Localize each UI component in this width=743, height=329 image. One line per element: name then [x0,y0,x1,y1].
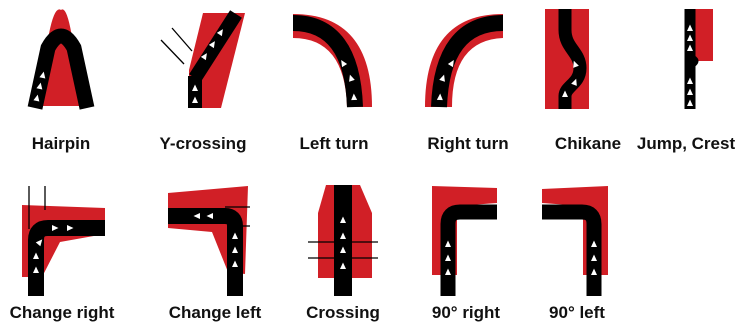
right-turn-icon [425,14,504,108]
jump-crest-label: Jump, Crest [637,134,736,153]
change-right-label: Change right [10,303,115,322]
left-turn-icon [292,14,372,108]
change-left-icon [168,186,250,296]
change-left-label: Change left [169,303,262,322]
chikane-icon [545,9,589,109]
y-crossing-icon [160,10,245,108]
hairpin-label: Hairpin [32,134,91,153]
crossing-icon [308,185,378,296]
ninety-left-icon [542,186,608,296]
y-crossing-label: Y-crossing [160,134,247,153]
hairpin-icon [27,9,95,110]
right-turn-label: Right turn [427,134,508,153]
ninety-right-icon [432,186,497,296]
ninety-right-label: 90° right [432,303,501,322]
jump-crest-icon [684,9,713,109]
chikane-label: Chikane [555,134,621,153]
ninety-left-label: 90° left [549,303,605,322]
crossing-label: Crossing [306,303,380,322]
left-turn-label: Left turn [300,134,369,153]
change-right-icon [22,186,105,296]
